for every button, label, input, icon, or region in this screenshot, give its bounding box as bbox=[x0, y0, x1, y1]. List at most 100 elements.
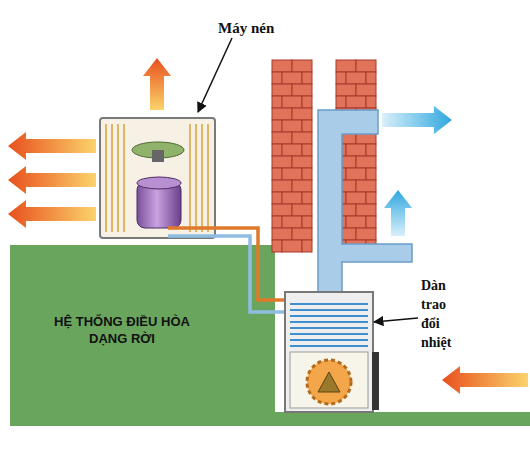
brick bbox=[336, 84, 356, 96]
air-duct bbox=[318, 110, 412, 292]
fin-line bbox=[195, 124, 197, 232]
brick bbox=[282, 168, 302, 180]
brick bbox=[346, 240, 366, 252]
coil-tube bbox=[290, 339, 368, 341]
brick bbox=[366, 144, 376, 156]
brick bbox=[336, 192, 346, 204]
brick bbox=[292, 228, 312, 240]
brick bbox=[282, 120, 302, 132]
compressor-label: Máy nén bbox=[218, 18, 308, 38]
outdoor-unit bbox=[100, 118, 215, 238]
cold-pipe bbox=[168, 236, 290, 312]
brick bbox=[292, 60, 312, 72]
fin-line bbox=[201, 124, 203, 232]
condenser-fins bbox=[106, 124, 208, 232]
air-arrow bbox=[8, 166, 96, 194]
brick bbox=[346, 144, 366, 156]
brick bbox=[272, 216, 282, 228]
ground-band: HỆ THỐNG ĐIỀU HÒA DẠNG RỜI bbox=[10, 245, 275, 426]
brick bbox=[336, 168, 346, 180]
leader-line bbox=[198, 38, 232, 112]
brick bbox=[366, 192, 376, 204]
coil-tube bbox=[290, 327, 368, 329]
brick bbox=[336, 72, 346, 84]
brick bbox=[336, 144, 346, 156]
brick bbox=[302, 120, 312, 132]
air-arrow bbox=[8, 200, 96, 228]
brick bbox=[272, 72, 282, 84]
brick bbox=[272, 180, 292, 192]
blower-motor bbox=[318, 372, 340, 392]
brick bbox=[356, 180, 376, 192]
brick bbox=[366, 240, 376, 252]
brick bbox=[366, 216, 376, 228]
air-flow-arrows bbox=[8, 58, 528, 394]
brick bbox=[272, 84, 292, 96]
brick bbox=[336, 180, 356, 192]
brick bbox=[356, 60, 376, 72]
brick bbox=[272, 108, 292, 120]
brick bbox=[272, 192, 282, 204]
fan-housing bbox=[290, 352, 368, 408]
fin-line bbox=[105, 124, 107, 232]
brick bbox=[302, 216, 312, 228]
compressor-body bbox=[137, 182, 181, 228]
leader-line bbox=[374, 318, 418, 322]
brick bbox=[272, 132, 292, 144]
coil-tube bbox=[290, 309, 368, 311]
leader-lines bbox=[198, 38, 418, 322]
brick bbox=[336, 132, 356, 144]
air-grille bbox=[372, 352, 379, 410]
brick-chimney bbox=[272, 60, 376, 252]
coil-tube bbox=[290, 303, 368, 305]
compressor-top bbox=[137, 177, 181, 189]
fin-line bbox=[111, 124, 113, 232]
ground-strip bbox=[275, 412, 530, 426]
fin-line bbox=[207, 124, 209, 232]
air-arrow bbox=[384, 190, 412, 236]
brick bbox=[272, 228, 292, 240]
brick bbox=[336, 228, 356, 240]
brick bbox=[272, 120, 282, 132]
brick bbox=[282, 72, 302, 84]
brick bbox=[292, 180, 312, 192]
brick bbox=[356, 156, 376, 168]
brick bbox=[346, 216, 366, 228]
brick bbox=[302, 144, 312, 156]
brick bbox=[272, 60, 292, 72]
hot-pipe bbox=[168, 228, 290, 300]
system-title: HỆ THỐNG ĐIỀU HÒA DẠNG RỜI bbox=[42, 313, 202, 347]
brick bbox=[336, 120, 346, 132]
brick bbox=[302, 96, 312, 108]
air-arrow bbox=[143, 58, 171, 110]
evaporator-coil bbox=[290, 304, 368, 346]
air-arrow bbox=[442, 366, 528, 394]
brick bbox=[366, 168, 376, 180]
brick bbox=[336, 156, 356, 168]
brick bbox=[336, 240, 346, 252]
blower-wheel bbox=[307, 360, 351, 404]
brick bbox=[366, 120, 376, 132]
brick bbox=[346, 168, 366, 180]
brick bbox=[356, 108, 376, 120]
brick bbox=[272, 156, 292, 168]
fin-line bbox=[189, 124, 191, 232]
brick bbox=[366, 72, 376, 84]
brick bbox=[336, 60, 356, 72]
brick bbox=[366, 96, 376, 108]
brick bbox=[272, 204, 292, 216]
brick bbox=[282, 192, 302, 204]
duct-body bbox=[318, 110, 412, 292]
brick bbox=[292, 156, 312, 168]
coil-tube bbox=[290, 315, 368, 317]
refrigerant-pipes bbox=[168, 228, 290, 312]
brick bbox=[302, 168, 312, 180]
fan-blade bbox=[132, 142, 184, 158]
coil-tube bbox=[290, 333, 368, 335]
brick bbox=[346, 120, 366, 132]
brick bbox=[336, 108, 356, 120]
brick bbox=[302, 192, 312, 204]
brick bbox=[292, 204, 312, 216]
brick bbox=[336, 216, 346, 228]
